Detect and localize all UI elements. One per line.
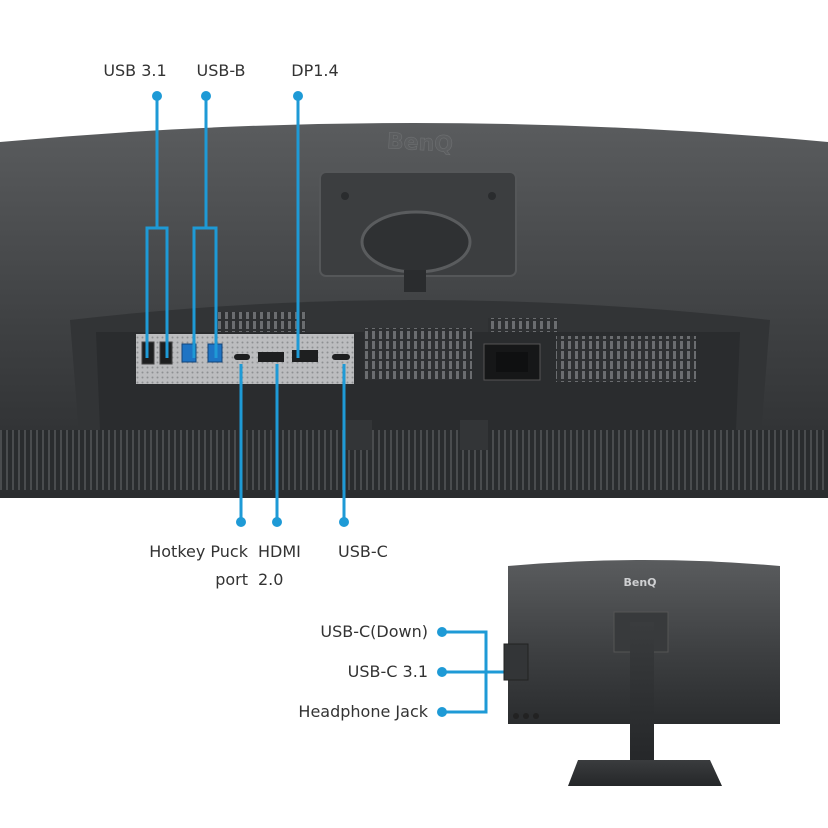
label-dp-1-4: DP1.4: [291, 61, 339, 80]
vesa-screw-hole: [488, 192, 496, 200]
callout-dot: [236, 517, 246, 527]
side-port-panel: [503, 643, 529, 681]
label-headphone-jack: Headphone Jack: [298, 702, 428, 721]
label-hotkey-puck-line2: port: [215, 570, 248, 589]
stand-neck: [630, 622, 654, 762]
vent-grille: [216, 312, 306, 332]
label-usb-c-down: USB-C(Down): [320, 622, 428, 641]
hotkey-puck-port: [234, 354, 250, 360]
callout-dot: [201, 91, 211, 101]
vent-grille: [556, 336, 696, 382]
label-hdmi-line2: 2.0: [258, 570, 284, 589]
stand-latch: [404, 270, 426, 292]
callout-dot: [437, 627, 447, 637]
label-usb-b: USB-B: [196, 61, 246, 80]
callout-dot: [437, 667, 447, 677]
hdmi-port: [258, 352, 284, 362]
vent-grille: [488, 318, 558, 332]
stand-base: [568, 760, 722, 786]
label-usb-3-1: USB 3.1: [103, 61, 167, 80]
label-hdmi-line1: HDMI: [258, 542, 301, 561]
callout-dot: [272, 517, 282, 527]
vesa-screw-hole: [341, 192, 349, 200]
thumbnail-logo: BenQ: [623, 576, 656, 589]
label-usb-c-3-1: USB-C 3.1: [347, 662, 428, 681]
callout-dot: [437, 707, 447, 717]
callout-dot: [293, 91, 303, 101]
bottom-vents: [0, 430, 828, 490]
label-usb-c: USB-C: [338, 542, 388, 561]
callout-dot: [339, 517, 349, 527]
label-hotkey-puck-line1: Hotkey Puck: [149, 542, 248, 561]
usb-c-port: [332, 354, 350, 360]
vent-grille: [364, 328, 472, 380]
benq-logo-embossed: BenQ: [386, 129, 453, 157]
callout-dot: [152, 91, 162, 101]
